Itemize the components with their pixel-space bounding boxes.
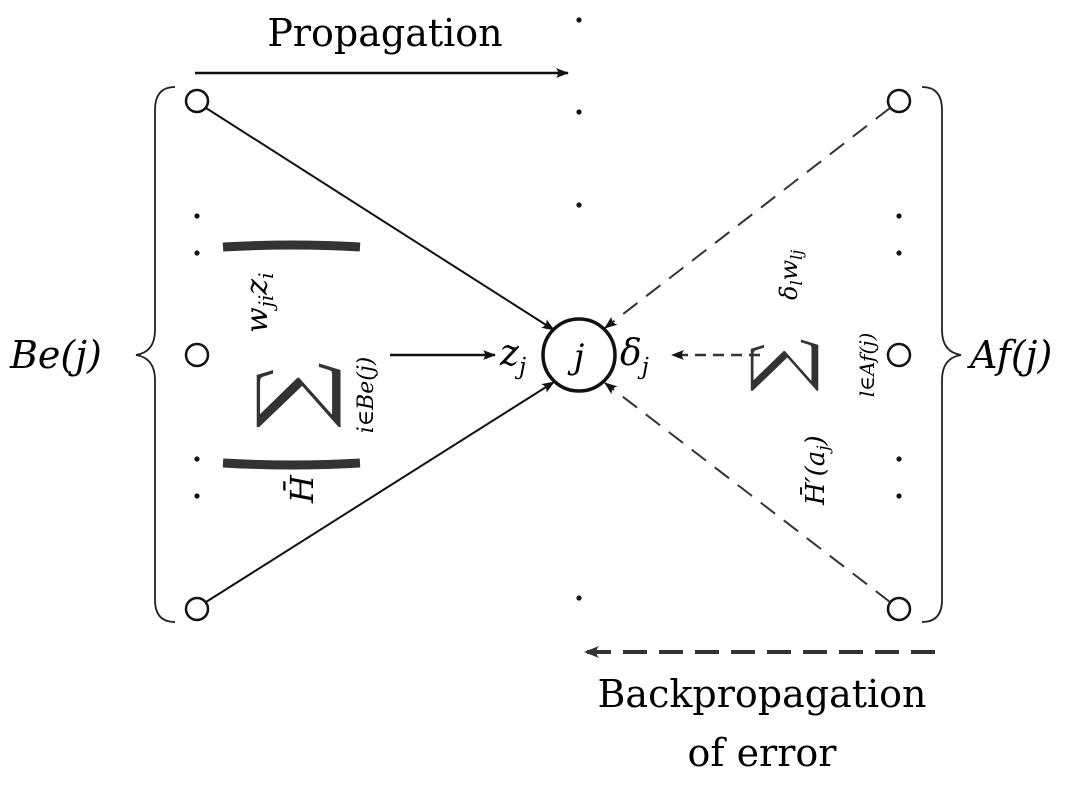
delta-j-label: δj (620, 333, 649, 380)
af-j-label: Af(j) (967, 333, 1052, 377)
left-activation-formula: H̄ ∑ i∈Be(j) wjizi (222, 240, 379, 504)
left-sum-term: wjizi (240, 272, 278, 333)
right-sum-lower: l∈Af(j) (855, 333, 879, 398)
edge-right-bottom-to-j (604, 382, 891, 603)
propagation-label: Propagation (267, 11, 502, 55)
right-sum-symbol: ∑ (736, 339, 822, 392)
left-paren-open (222, 458, 361, 470)
right-hprime: H̄′(aj) (799, 435, 834, 506)
edge-left-top-to-j (205, 107, 555, 331)
backpropagation-label-line1: Backpropagation (598, 672, 927, 716)
left-brace (135, 86, 176, 623)
right-sum-term: δlwlj (775, 250, 806, 300)
right-node-middle (886, 342, 912, 368)
z-j-label: zj (499, 333, 526, 380)
be-j-label: Be(j) (9, 333, 102, 377)
right-node-top (886, 88, 912, 114)
backpropagation-label-line2: of error (688, 731, 838, 775)
left-sum-lower: i∈Be(j) (354, 357, 379, 434)
edge-right-top-to-j (604, 107, 891, 329)
left-sum-symbol: ∑ (238, 362, 345, 428)
central-node-j (541, 317, 617, 393)
left-node-top (184, 88, 210, 114)
right-error-formula: H̄′(aj) ∑ l∈Af(j) δlwlj (736, 250, 879, 506)
right-column-dots (896, 213, 902, 499)
left-node-bottom (184, 596, 210, 622)
left-hbar: H̄ (283, 474, 321, 504)
left-paren-close (222, 240, 361, 252)
middle-column-dots (576, 17, 582, 601)
right-node-bottom (886, 596, 912, 622)
right-brace (921, 86, 962, 623)
edge-left-bottom-to-j (205, 381, 555, 603)
left-node-middle (184, 342, 210, 368)
left-column-dots (194, 213, 200, 499)
